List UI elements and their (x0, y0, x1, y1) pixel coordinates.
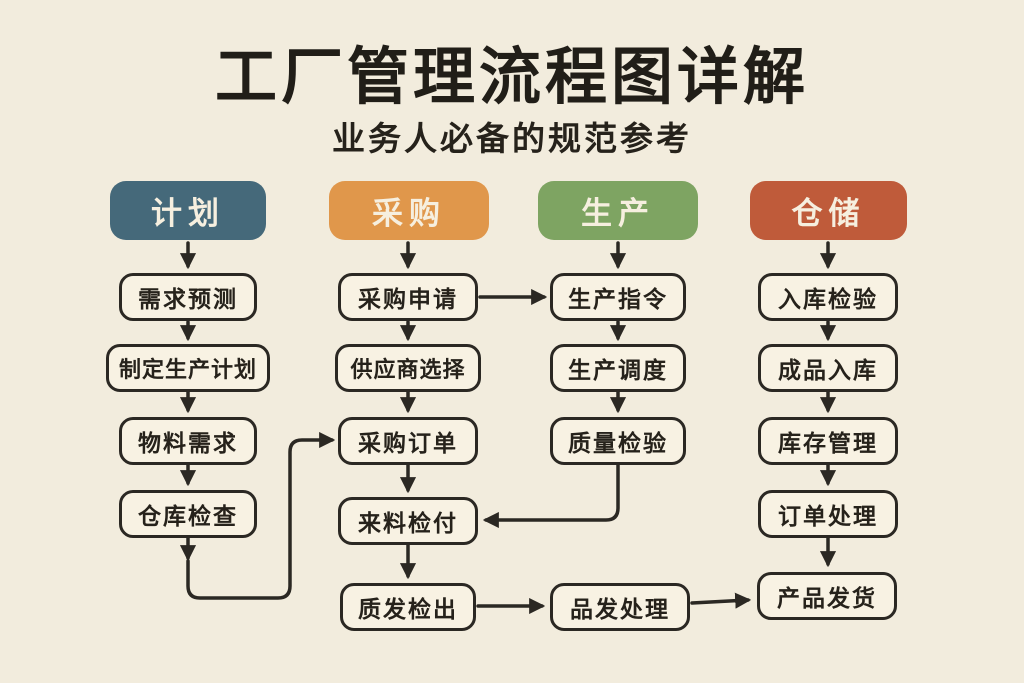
edge-warehousecheck-to-purchaseorder (186, 431, 336, 600)
column-header-plan: 计划 (110, 181, 266, 240)
flow-node-material-requirement: 物料需求 (119, 417, 257, 465)
column-header-procurement: 采购 (329, 181, 489, 240)
flow-node-quality-checkout: 质发检出 (340, 583, 476, 631)
flow-node-order-handling: 订单处理 (758, 490, 898, 538)
flow-node-inbound-inspection: 入库检验 (758, 273, 898, 321)
flow-node-purchase-request: 采购申请 (338, 273, 478, 321)
page-subtitle: 业务人必备的规范参考 (332, 120, 692, 157)
flow-node-supplier-selection: 供应商选择 (335, 344, 481, 392)
flow-node-warehouse-check: 仓库检查 (119, 490, 257, 538)
page-title: 工厂管理流程图详解 (214, 43, 809, 112)
flow-node-goods-handling: 品发处理 (550, 583, 690, 631)
flow-node-demand-forecast: 需求预测 (119, 273, 257, 321)
flow-node-purchase-order: 采购订单 (338, 417, 478, 465)
edge-qualityinspection-to-incoming (482, 463, 620, 529)
flow-node-incoming-inspection: 来料检付 (338, 497, 478, 545)
column-header-production: 生产 (538, 181, 698, 240)
flow-node-finished-goods-stockin: 成品入库 (758, 344, 898, 392)
flow-node-production-order: 生产指令 (550, 273, 686, 321)
flow-node-production-planning: 制定生产计划 (106, 344, 270, 392)
flow-node-inventory-management: 库存管理 (758, 417, 898, 465)
flow-node-product-shipment: 产品发货 (757, 572, 897, 620)
column-header-warehouse: 仓储 (750, 181, 907, 240)
flow-node-production-dispatch: 生产调度 (550, 344, 686, 392)
edge-bridge-to-shipment (690, 592, 752, 609)
flow-node-quality-inspection: 质量检验 (550, 417, 686, 465)
